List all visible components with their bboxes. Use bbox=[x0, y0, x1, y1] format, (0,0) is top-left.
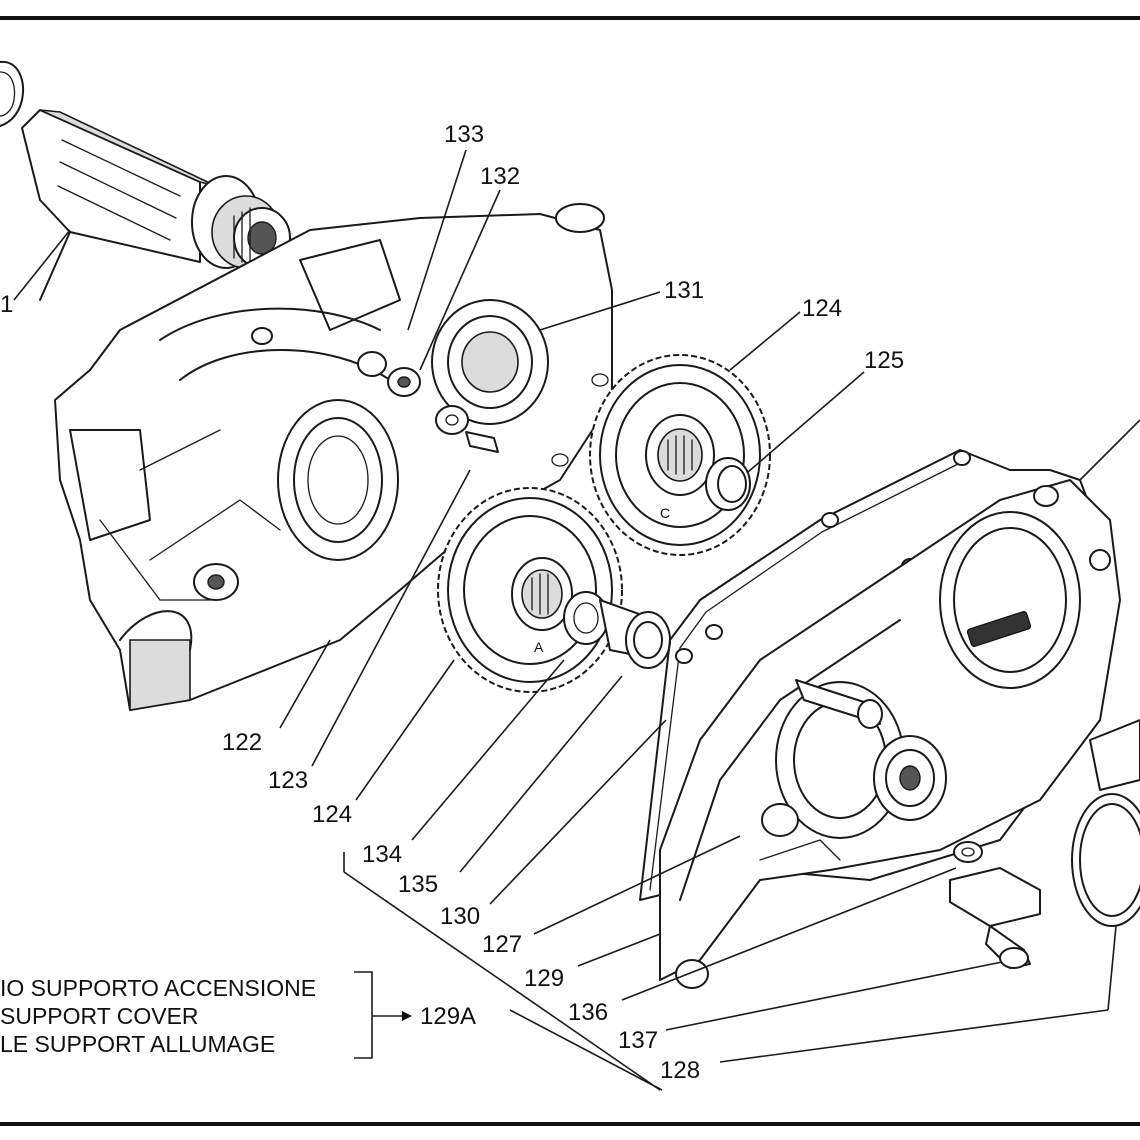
label-122: 122 bbox=[222, 729, 262, 756]
label-137: 137 bbox=[618, 1027, 658, 1054]
label-128: 128 bbox=[660, 1057, 700, 1084]
ignition-support-cover bbox=[659, 479, 1121, 989]
label-127: 127 bbox=[482, 931, 522, 958]
gear-c-mark: C bbox=[660, 505, 670, 521]
label-125: 125 bbox=[864, 347, 904, 374]
clamp-and-screw-136-137 bbox=[949, 841, 1041, 969]
label-121: 1 bbox=[0, 291, 13, 318]
label-130: 130 bbox=[440, 903, 480, 930]
brand-plate bbox=[966, 611, 1032, 647]
o-ring-128 bbox=[1071, 719, 1140, 927]
legend-arrow-head-icon bbox=[402, 1011, 412, 1021]
support-cover-legend: IO SUPPORTO ACCENSIONE SUPPORT COVER LE … bbox=[0, 971, 476, 1059]
crankcase-half bbox=[54, 203, 613, 711]
label-133: 133 bbox=[444, 121, 484, 148]
legend-line-1: IO SUPPORTO ACCENSIONE bbox=[0, 975, 316, 1001]
screw-and-washer-132-133 bbox=[357, 351, 499, 453]
legend-line-3: LE SUPPORT ALLUMAGE bbox=[0, 1031, 275, 1057]
label-136: 136 bbox=[568, 999, 608, 1026]
label-123: 123 bbox=[268, 767, 308, 794]
bushing-125 bbox=[705, 457, 751, 511]
label-129: 129 bbox=[524, 965, 564, 992]
starter-motor bbox=[0, 60, 291, 301]
label-134: 134 bbox=[362, 841, 402, 868]
label-124-bottom: 124 bbox=[312, 801, 352, 828]
legend-bracket bbox=[354, 971, 373, 1059]
label-132: 132 bbox=[480, 163, 520, 190]
label-124-top: 124 bbox=[802, 295, 842, 322]
spacer-and-bushing-134-135 bbox=[563, 591, 671, 669]
part-labels: 1 133 132 131 124 125 122 123 124 134 13… bbox=[0, 121, 904, 1084]
idler-gear-lower: A bbox=[437, 487, 623, 693]
label-129A: 129A bbox=[420, 1003, 476, 1030]
legend-line-2: SUPPORT COVER bbox=[0, 1003, 199, 1029]
idler-gear-upper: C bbox=[589, 354, 771, 556]
leader-lines bbox=[13, 149, 1140, 1091]
label-131: 131 bbox=[664, 277, 704, 304]
gear-a-mark: A bbox=[534, 639, 544, 655]
label-135: 135 bbox=[398, 871, 438, 898]
